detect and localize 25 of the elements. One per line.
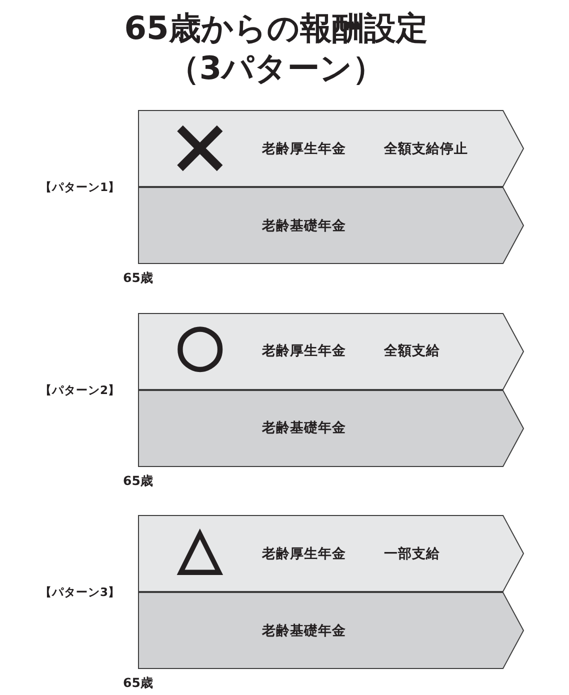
- status-symbol: ○: [178, 329, 222, 373]
- arrow-band: [138, 110, 524, 187]
- pension-label: 老齢基礎年金: [262, 419, 346, 437]
- arrow-band: [138, 390, 524, 466]
- status-label: 全額支給: [384, 342, 440, 360]
- diagram-title: 65歳からの報酬設定（3パターン）: [123, 8, 429, 88]
- status-symbol: △: [178, 532, 222, 576]
- pension-label: 老齢基礎年金: [262, 216, 346, 234]
- arrow-band: [138, 515, 524, 592]
- pension-label: 老齢基礎年金: [262, 622, 346, 640]
- arrow-band: [138, 187, 524, 264]
- age-label: 65歳: [123, 270, 154, 286]
- age-label: 65歳: [123, 675, 154, 691]
- pattern-heading: 【パターン1】: [40, 179, 120, 195]
- status-symbol: ×: [178, 126, 222, 170]
- pattern-heading: 【パターン3】: [40, 584, 120, 600]
- age-label: 65歳: [123, 472, 154, 488]
- arrow-band: [138, 312, 524, 390]
- pattern-heading: 【パターン2】: [40, 382, 120, 398]
- arrow-band: [138, 592, 524, 669]
- status-label: 全額支給停止: [384, 140, 468, 158]
- pension-label: 老齢厚生年金: [262, 342, 346, 360]
- pension-label: 老齢厚生年金: [262, 544, 346, 562]
- pension-label: 老齢厚生年金: [262, 140, 346, 158]
- status-label: 一部支給: [384, 544, 440, 562]
